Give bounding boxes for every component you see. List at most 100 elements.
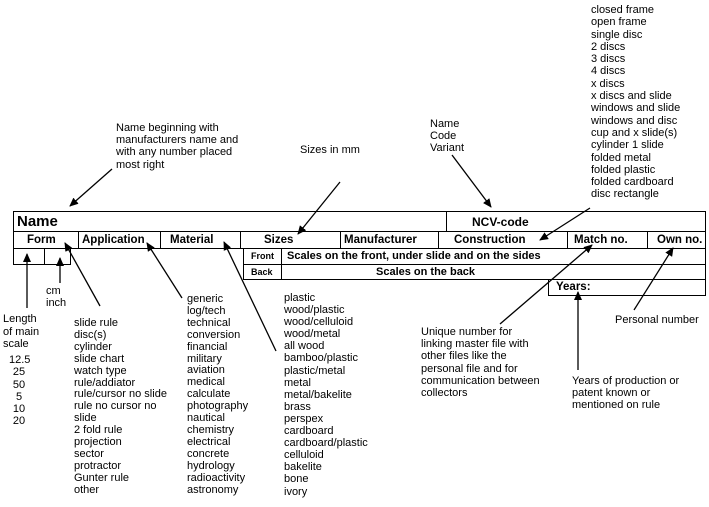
sizes-note: Sizes in mm — [300, 144, 360, 156]
years-label: Years: — [556, 281, 591, 293]
list-item: folded plastic — [591, 163, 656, 176]
list-item: wood/plastic — [284, 304, 345, 317]
arrow-material — [223, 241, 277, 352]
list-item: astronomy — [187, 483, 239, 496]
units-note: cm inch — [46, 285, 67, 310]
list-item: cylinder — [74, 340, 112, 353]
construction-list: closed frame open frame single disc 2 di… — [591, 4, 680, 201]
list-item: log/tech — [187, 304, 226, 317]
front-description: Scales on the front, under slide and on … — [287, 250, 541, 262]
list-item: 50 — [12, 378, 26, 391]
header-row — [13, 232, 706, 249]
material-list: plastic wood/plastic wood/celluloid wood… — [284, 292, 368, 498]
list-item: cup and x slide(s) — [591, 126, 678, 139]
front-back-divider — [281, 249, 282, 280]
col-sizes: Sizes — [264, 234, 294, 246]
list-item: cardboard/plastic — [284, 437, 368, 450]
list-item: radioactivity — [187, 471, 246, 484]
front-row — [243, 249, 706, 265]
col-form: Form — [27, 234, 56, 246]
col-material: Material — [170, 234, 214, 246]
col-construction: Construction — [454, 234, 526, 246]
list-item: 5 — [15, 390, 23, 403]
list-item: x discs — [591, 77, 625, 90]
list-item: disc rectangle — [591, 188, 659, 201]
list-item: x discs and slide — [591, 90, 672, 103]
list-item: folded cardboard — [591, 176, 674, 189]
list-item: chemistry — [187, 423, 235, 436]
back-label: Back — [251, 267, 273, 277]
list-item: electrical — [187, 435, 231, 448]
list-item: plastic/metal — [284, 364, 346, 377]
list-item: calculate — [187, 388, 231, 401]
col-divider — [240, 232, 241, 249]
list-item: wood/celluloid — [284, 316, 354, 329]
personal-number-note: Personal number — [615, 314, 699, 326]
list-item: cardboard — [284, 425, 334, 438]
col-divider — [160, 232, 161, 249]
list-item: 2 discs — [591, 40, 626, 53]
col-manufacturer: Manufacturer — [344, 234, 417, 246]
list-item: windows and slide — [591, 102, 681, 115]
years-row — [548, 280, 706, 296]
list-item: 12.5 — [9, 354, 31, 366]
col-match-no: Match no. — [574, 234, 628, 246]
ncv-code-label: NCV-code — [472, 215, 529, 229]
list-item: disc(s) — [74, 328, 107, 341]
list-item: celluloid — [284, 449, 324, 462]
list-item: protractor — [74, 459, 122, 472]
arrow-application — [146, 242, 183, 299]
list-item: rule/addiator — [74, 376, 136, 389]
col-application: Application — [82, 234, 145, 246]
list-item: medical — [187, 376, 225, 389]
arrow-name — [69, 168, 113, 207]
master-file-note: Unique number for linking master file wi… — [421, 326, 540, 400]
list-item: sector — [74, 447, 104, 460]
list-item: rule no cursor no — [74, 400, 157, 413]
list-item: aviation — [187, 364, 225, 377]
back-description: Scales on the back — [376, 266, 476, 278]
list-item: metal/bakelite — [284, 388, 352, 401]
col-divider — [647, 232, 648, 249]
list-item: watch type — [74, 364, 127, 377]
ncv-divider — [446, 211, 447, 232]
list-item: nautical — [187, 412, 225, 425]
arrow-ncv — [451, 154, 492, 208]
list-item: cylinder 1 slide — [591, 139, 664, 152]
list-item: concrete — [187, 447, 230, 460]
col-divider — [438, 232, 439, 249]
list-item: bakelite — [284, 461, 322, 474]
back-row — [243, 265, 706, 280]
list-item: financial — [187, 340, 228, 353]
application-list: generic log/tech technical conversion fi… — [187, 293, 248, 496]
list-item: rule/cursor no slide — [74, 388, 167, 401]
list-item: slide chart — [74, 352, 125, 365]
col-divider — [567, 232, 568, 249]
list-item: slide rule — [74, 317, 119, 329]
list-item: single disc — [591, 28, 643, 41]
list-item: 10 — [12, 403, 26, 416]
length-note: Length of main scale — [3, 313, 40, 350]
list-item: wood/metal — [284, 328, 341, 341]
list-item: hydrology — [187, 459, 235, 472]
list-item: bamboo/plastic — [284, 352, 358, 365]
list-item: technical — [187, 316, 231, 329]
list-item: Gunter rule — [74, 471, 130, 484]
list-item: 3 discs — [591, 53, 626, 66]
list-item: conversion — [187, 328, 241, 341]
scale-length-list: 12.5 25 50 5 10 20 — [9, 354, 31, 428]
arrow-construction — [539, 207, 591, 241]
list-item: open frame — [591, 16, 647, 29]
length-cell — [13, 249, 45, 265]
list-item: brass — [284, 400, 311, 413]
name-note: Name beginning with manufacturers name a… — [116, 122, 239, 171]
col-divider — [78, 232, 79, 249]
list-item: perspex — [284, 412, 324, 425]
list-item: 20 — [12, 415, 26, 428]
name-row — [13, 211, 706, 232]
years-note: Years of production or patent known or m… — [572, 375, 680, 412]
form-list: slide rule disc(s) cylinder slide chart … — [74, 317, 167, 497]
list-item: windows and disc — [591, 114, 678, 127]
list-item: ivory — [284, 485, 308, 498]
